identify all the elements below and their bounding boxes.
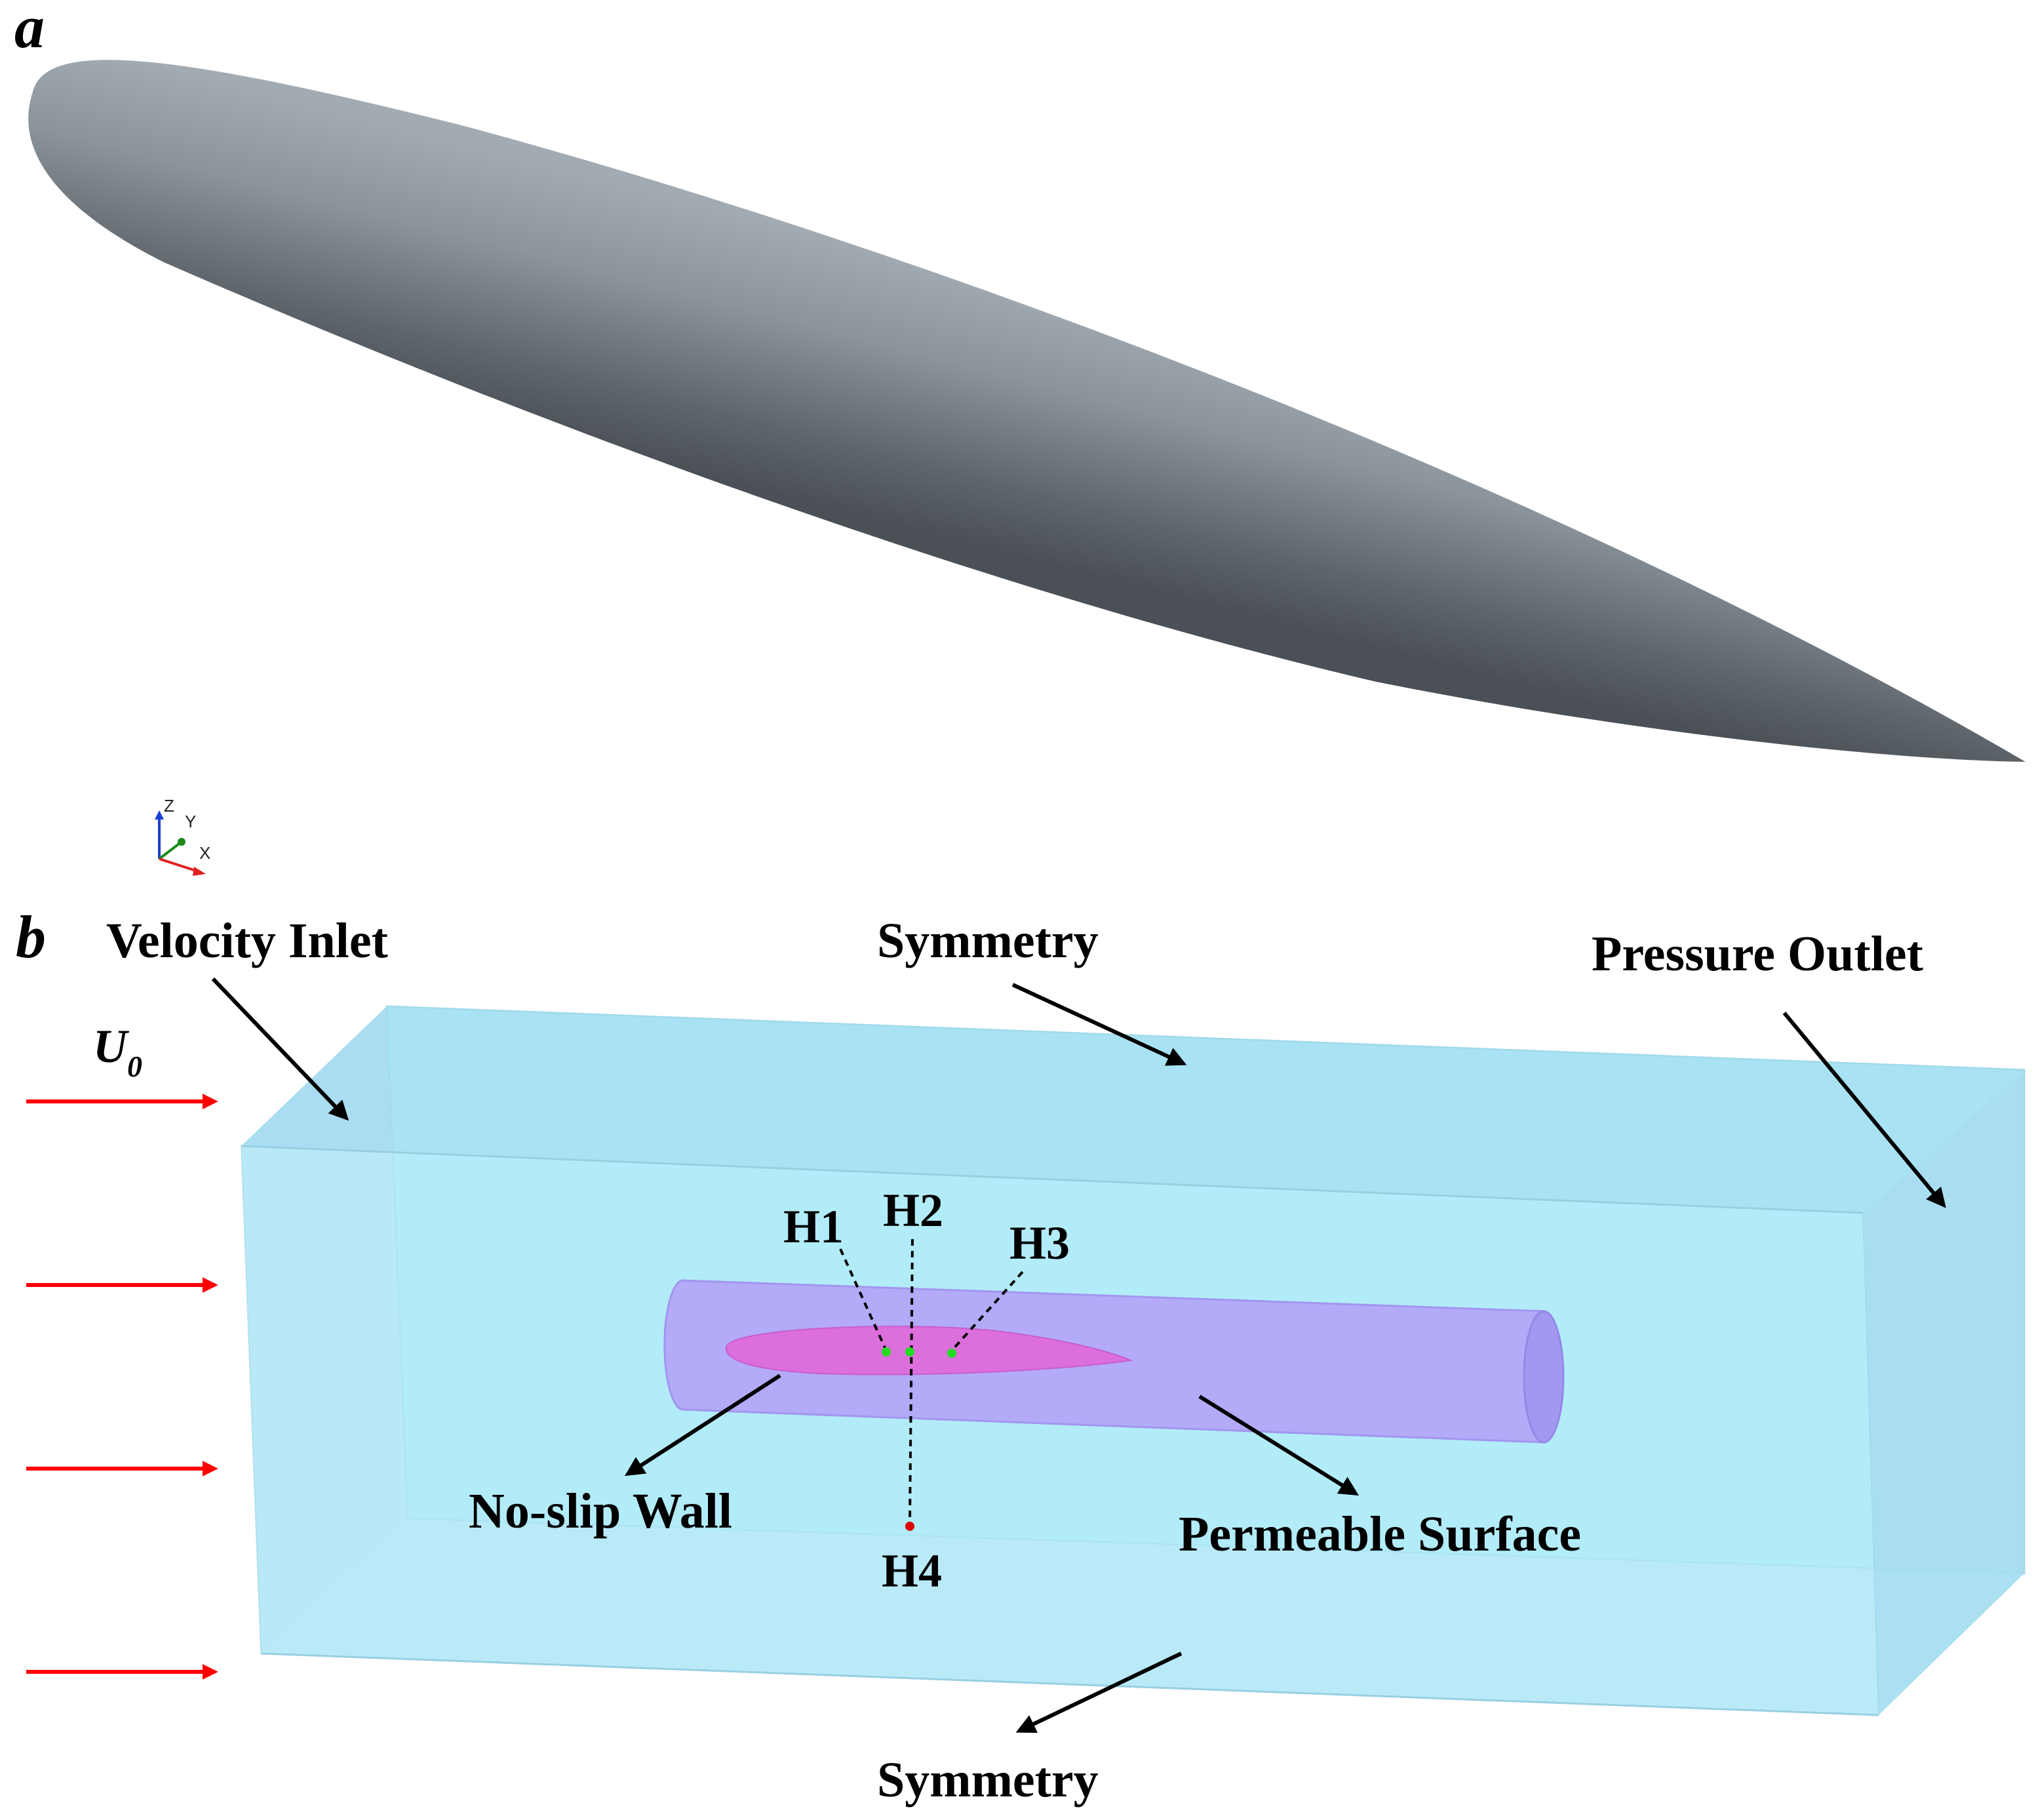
hull-3d-model: [28, 60, 2026, 762]
probe-point-h4: [905, 1522, 914, 1531]
probe-point-h2: [905, 1347, 914, 1356]
arrow-pressure-outlet: [1782, 1012, 1946, 1208]
label-symmetry-bottom: Symmetry: [877, 1752, 1099, 1808]
arrow-velocity-inlet: [211, 977, 349, 1121]
velocity-subscript: 0: [127, 1050, 142, 1083]
hull-section: [725, 1326, 1133, 1375]
label-no-slip-wall: No-slip Wall: [469, 1484, 732, 1539]
label-pressure-outlet: Pressure Outlet: [1592, 926, 1923, 981]
probe-label-h2: H2: [883, 1184, 943, 1236]
arrow-symmetry-bottom: [1015, 1652, 1183, 1733]
label-symmetry-top: Symmetry: [877, 913, 1099, 968]
domain-outlet-face: [1863, 1070, 2024, 1715]
boundary-arrows: [211, 977, 1946, 1733]
velocity-symbol: U: [93, 1020, 130, 1073]
axis-x-label: X: [199, 843, 210, 863]
axis-z-label: Z: [164, 796, 174, 816]
probe-point-h3: [947, 1349, 956, 1358]
probe-label-h3: H3: [1009, 1217, 1070, 1269]
arrow-no-slip-wall: [624, 1374, 781, 1476]
panel-b-label: b: [16, 903, 46, 970]
probe-label-h4: H4: [882, 1545, 942, 1597]
flow-arrows: [26, 1094, 218, 1680]
panel-a-label: a: [14, 0, 45, 60]
velocity-label: U0: [93, 1020, 142, 1083]
axis-y-label: Y: [185, 812, 196, 831]
arrow-symmetry-top: [1011, 983, 1187, 1066]
label-permeable-surface: Permeable Surface: [1179, 1507, 1581, 1562]
probe-leaders: [839, 1238, 1024, 1522]
axes-triad: Z Y X: [155, 796, 210, 876]
probe-point-h1: [882, 1347, 891, 1356]
label-velocity-inlet: Velocity Inlet: [106, 913, 388, 968]
probe-label-h1: H1: [783, 1200, 844, 1253]
arrow-permeable-surface: [1198, 1395, 1359, 1496]
domain-top-face: [241, 1006, 2024, 1213]
computational-domain: [240, 1005, 2025, 1716]
